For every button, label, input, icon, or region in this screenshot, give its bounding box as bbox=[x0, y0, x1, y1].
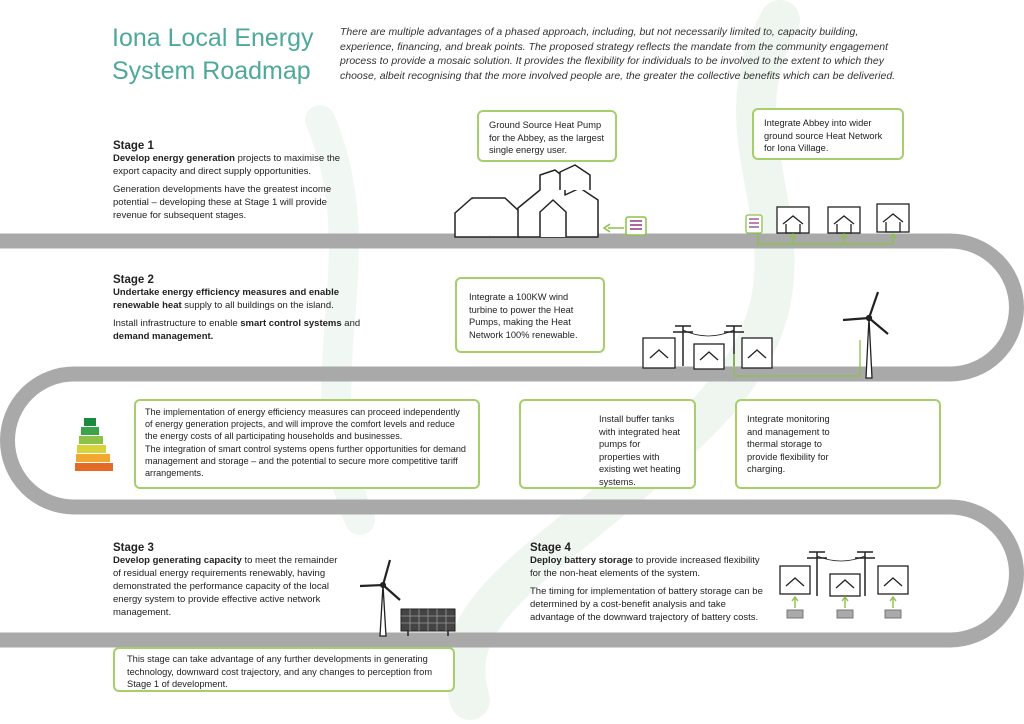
heat-pump-unit-2 bbox=[745, 214, 763, 234]
battery-icons bbox=[786, 595, 902, 619]
intro-paragraph: There are multiple advantages of a phase… bbox=[340, 26, 896, 82]
stage3-section: Stage 3 Develop generating capacity to m… bbox=[113, 542, 345, 619]
efficiency-box: The implementation of energy efficiency … bbox=[134, 399, 480, 489]
stage2-heading: Stage 2 bbox=[113, 274, 154, 286]
heat-network-lines bbox=[757, 232, 897, 245]
road-path bbox=[0, 233, 1024, 648]
stage1-section: Stage 1 Develop energy generation projec… bbox=[113, 140, 343, 222]
solar-panel-icon bbox=[400, 608, 456, 636]
stage4-body: The timing for implementation of battery… bbox=[530, 586, 763, 623]
page-title: Iona Local Energy System Roadmap bbox=[112, 22, 314, 88]
stage2-lead: Undertake energy efficiency measures and… bbox=[113, 287, 339, 311]
efficiency-paragraph-2: The integration of smart control systems… bbox=[145, 443, 466, 479]
stage2-body: Install infrastructure to enable smart c… bbox=[113, 318, 361, 342]
stage3-heading: Stage 3 bbox=[113, 542, 154, 554]
efficiency-paragraph-1: The implementation of energy efficiency … bbox=[145, 407, 460, 442]
buffer-tanks-box: Install buffer tanks with integrated hea… bbox=[519, 399, 696, 489]
wind-turbine-stage3 bbox=[359, 559, 401, 637]
stage3-note-box: This stage can take advantage of any fur… bbox=[113, 647, 455, 692]
stage1-lead: Develop energy generation projects to ma… bbox=[113, 153, 341, 177]
stage2-section: Stage 2 Undertake energy efficiency meas… bbox=[113, 274, 363, 343]
stage4-section: Stage 4 Deploy battery storage to provid… bbox=[530, 542, 770, 624]
heat-pump-icon bbox=[602, 216, 647, 236]
stage4-heading: Stage 4 bbox=[530, 542, 571, 554]
village-houses-stage4 bbox=[779, 565, 909, 597]
power-lines-stage2 bbox=[673, 325, 744, 366]
stage4-lead: Deploy battery storage to provide increa… bbox=[530, 555, 760, 579]
energy-rating-icon bbox=[75, 418, 113, 471]
stage1-heading: Stage 1 bbox=[113, 140, 154, 152]
village-houses-stage2 bbox=[642, 337, 773, 370]
stage1-body: Generation developments have the greates… bbox=[113, 184, 332, 221]
title-line-2: System Roadmap bbox=[112, 57, 311, 85]
wind-turbine-box: Integrate a 100KW wind turbine to power … bbox=[455, 277, 605, 353]
title-line-1: Iona Local Energy bbox=[112, 24, 314, 52]
wind-turbine-stage2 bbox=[842, 291, 889, 379]
abbey-icon bbox=[454, 164, 599, 238]
heat-network-stage2 bbox=[733, 340, 861, 377]
integrate-abbey-box: Integrate Abbey into wider ground source… bbox=[752, 108, 904, 160]
stage3-lead: Develop generating capacity to meet the … bbox=[113, 555, 338, 618]
power-lines-stage4 bbox=[807, 551, 875, 596]
monitoring-box: Integrate monitoring and management to t… bbox=[735, 399, 941, 489]
village-houses-stage1 bbox=[776, 203, 910, 234]
ground-source-box: Ground Source Heat Pump for the Abbey, a… bbox=[477, 110, 617, 162]
